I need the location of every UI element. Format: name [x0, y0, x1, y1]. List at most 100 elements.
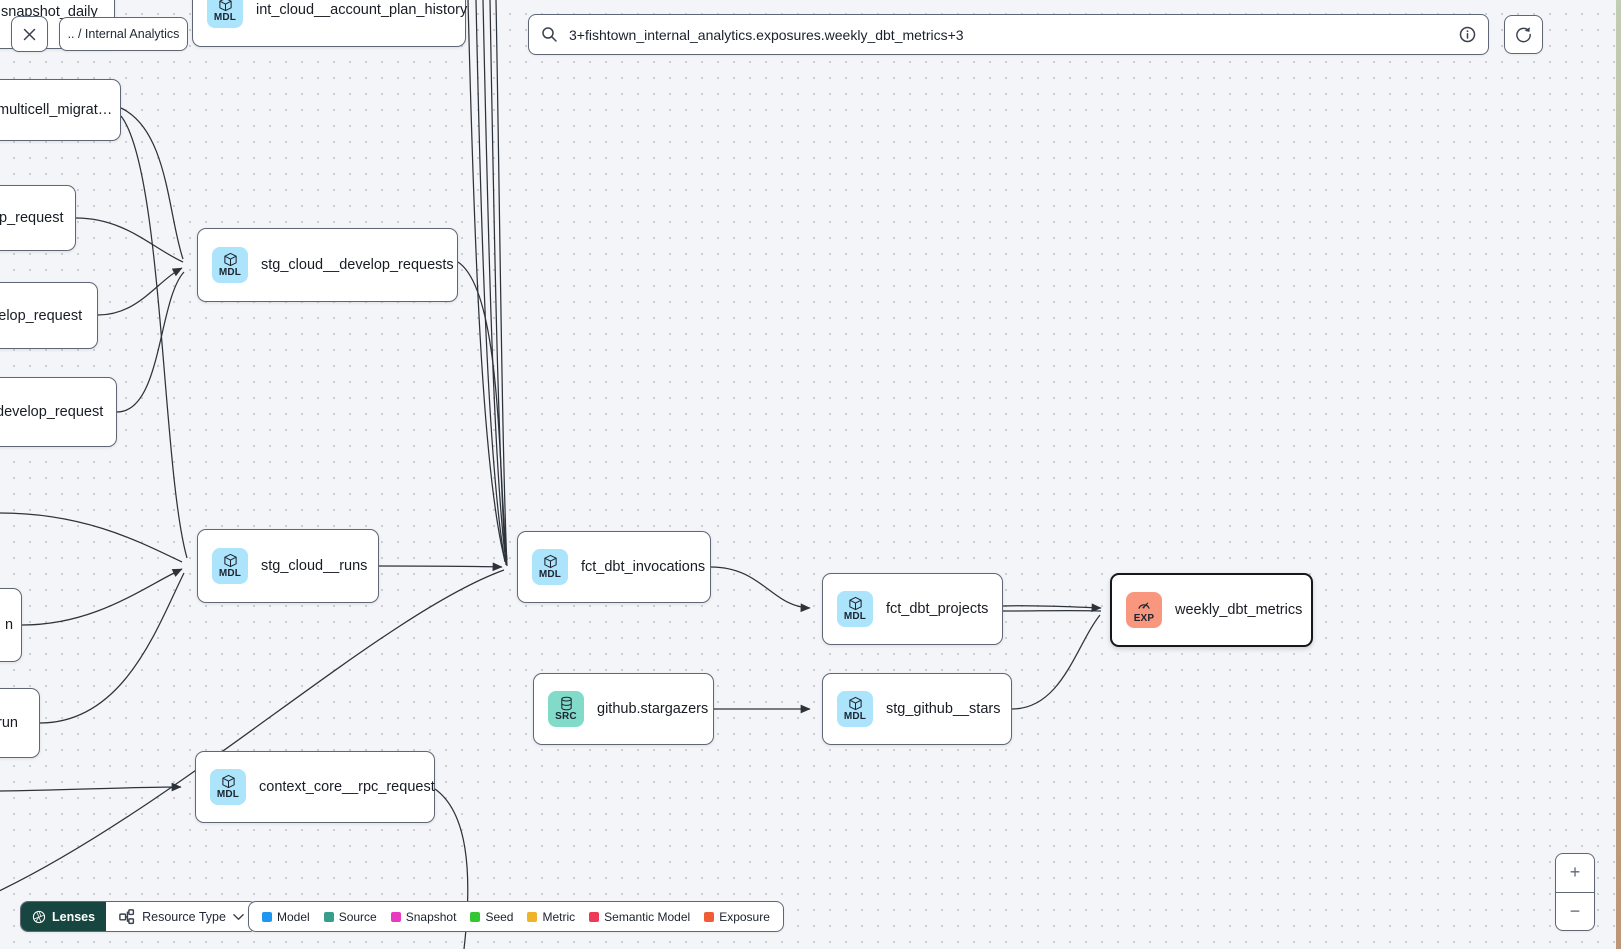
legend-swatch-icon	[390, 911, 401, 922]
legend-semantic-model: Semantic Model	[589, 910, 690, 924]
resource-type-label: Resource Type	[142, 909, 226, 924]
edge-offscreen-top-3-to-fct_dbt_invocations	[482, 0, 507, 564]
model-badge: MDL	[837, 591, 873, 627]
breadcrumb-label: .. / Internal Analytics	[67, 27, 180, 41]
legend-model: Model	[262, 910, 310, 924]
model-cube-icon	[223, 553, 238, 568]
edge-offscreen-top-1-to-fct_dbt_invocations	[467, 0, 506, 562]
node-label: weekly_dbt_metrics	[1175, 602, 1303, 618]
node-label: multicell_migrat…	[0, 102, 113, 118]
lenses-toolbar: Lenses Resource Type	[20, 901, 257, 932]
badge-type-label: EXP	[1133, 612, 1155, 624]
edge-offscreen-top-2-to-fct_dbt_invocations	[475, 0, 506, 563]
node-label: velop_request	[0, 307, 83, 324]
node-label: develop_request	[0, 404, 104, 420]
model-cube-icon	[221, 774, 236, 789]
lens-aperture-icon	[32, 910, 46, 923]
node-label: stg_cloud__develop_requests	[261, 257, 454, 273]
edge-multicell_migrat-to-stg_cloud_runs	[120, 115, 188, 559]
zoom-controls: + −	[1555, 853, 1595, 931]
badge-type-label: MDL	[843, 611, 867, 622]
node-stg_cloud_runs[interactable]: MDL stg_cloud__runs	[197, 529, 379, 603]
legend-label: Seed	[485, 909, 514, 924]
search-input[interactable]	[567, 25, 1450, 44]
legend-label: Model	[277, 909, 310, 924]
edge-develop_request-to-stg_cloud_develop_requests	[116, 271, 185, 413]
edge-velop_request-to-stg_cloud_develop_requests	[97, 267, 183, 316]
breadcrumb[interactable]: .. / Internal Analytics	[59, 17, 188, 51]
node-n_node[interactable]: n	[0, 588, 22, 662]
model-badge: MDL	[207, 0, 243, 28]
resource-type-icon	[119, 909, 135, 925]
refresh-button[interactable]	[1504, 15, 1543, 54]
legend-label: Metric	[542, 909, 576, 924]
model-cube-icon	[543, 554, 558, 569]
exposure-gauge-icon	[1136, 597, 1152, 613]
close-button[interactable]	[11, 16, 48, 52]
close-icon	[23, 28, 36, 40]
resource-type-dropdown[interactable]: Resource Type	[106, 902, 256, 931]
info-icon[interactable]	[1459, 26, 1476, 43]
legend-label: Snapshot	[405, 909, 457, 924]
node-stg_github_stars[interactable]: MDL stg_github__stars	[822, 673, 1012, 745]
badge-type-label: MDL	[538, 569, 562, 580]
model-cube-icon	[223, 252, 238, 267]
node-weekly_dbt_metrics[interactable]: EXP weekly_dbt_metrics	[1110, 573, 1313, 647]
edge-offscreen-left-to-context_core_rpc_request	[0, 782, 182, 792]
node-label: p_request	[0, 210, 64, 226]
legend-swatch-icon	[262, 911, 272, 922]
node-label: stg_cloud__runs	[261, 558, 368, 574]
edge-fct_dbt_invocations-to-fct_dbt_projects	[710, 566, 811, 613]
badge-type-label: MDL	[216, 789, 240, 800]
node-p_request[interactable]: p_request	[0, 185, 76, 251]
node-label: fct_dbt_projects	[886, 601, 989, 617]
node-label: stg_github__stars	[886, 701, 1001, 717]
zoom-in-button[interactable]: +	[1569, 862, 1581, 883]
node-run_node[interactable]: run	[0, 688, 40, 758]
legend-label: Source	[338, 909, 377, 924]
model-badge: MDL	[212, 247, 248, 283]
node-fct_dbt_invocations[interactable]: MDL fct_dbt_invocations	[517, 531, 711, 603]
badge-type-label: MDL	[213, 12, 237, 23]
edge-multicell_migrat-to-stg_cloud_develop_requests	[120, 107, 184, 260]
model-badge: MDL	[210, 769, 246, 805]
legend-exposure: Exposure	[704, 910, 770, 924]
node-github_stargazers[interactable]: SRC github.stargazers	[533, 673, 714, 745]
node-stg_cloud_develop_requests[interactable]: MDL stg_cloud__develop_requests	[197, 228, 458, 302]
edge-offscreen-left-to-stg_cloud_runs	[0, 512, 183, 563]
badge-type-label: MDL	[843, 711, 867, 722]
node-context_core_rpc_request[interactable]: MDL context_core__rpc_request	[195, 751, 435, 823]
badge-type-label: MDL	[218, 267, 242, 278]
model-badge: MDL	[532, 549, 568, 585]
source-badge: SRC	[548, 691, 584, 727]
legend-seed: Seed	[470, 910, 513, 924]
legend-metric: Metric	[527, 910, 575, 924]
badge-type-label: MDL	[218, 568, 242, 579]
edge-p_request-to-stg_cloud_develop_requests	[75, 217, 184, 263]
node-velop_request[interactable]: velop_request	[0, 282, 98, 349]
resource-type-legend: Model Source Snapshot Seed Metric Semantic Mo…	[248, 901, 784, 932]
legend-swatch-icon	[704, 911, 715, 922]
lenses-button[interactable]: Lenses	[21, 902, 107, 931]
edge-run_node-to-stg_cloud_runs	[39, 572, 185, 724]
exposure-badge: EXP	[1126, 592, 1162, 628]
legend-label: Semantic Model	[604, 909, 691, 924]
node-label: github.stargazers	[597, 701, 709, 717]
node-develop_request[interactable]: develop_request	[0, 377, 117, 447]
node-fct_dbt_projects[interactable]: MDL fct_dbt_projects	[822, 573, 1003, 645]
legend-swatch-icon	[323, 911, 334, 922]
zoom-out-button[interactable]: −	[1556, 891, 1594, 931]
edge-fct_dbt_projects-to-weekly_dbt_metrics	[1002, 603, 1102, 613]
node-multicell_migrat[interactable]: multicell_migrat…	[0, 79, 121, 141]
node-label: fct_dbt_invocations	[581, 559, 706, 575]
search-bar[interactable]	[528, 14, 1489, 55]
search-icon	[542, 27, 557, 42]
model-badge: MDL	[212, 548, 248, 584]
edge-stg_cloud_runs-to-fct_dbt_invocations	[378, 562, 503, 572]
edge-n_node-to-stg_cloud_runs	[21, 568, 183, 626]
refresh-icon	[1516, 27, 1531, 43]
node-label: run	[0, 715, 18, 731]
node-label: context_core__rpc_request	[259, 779, 435, 795]
